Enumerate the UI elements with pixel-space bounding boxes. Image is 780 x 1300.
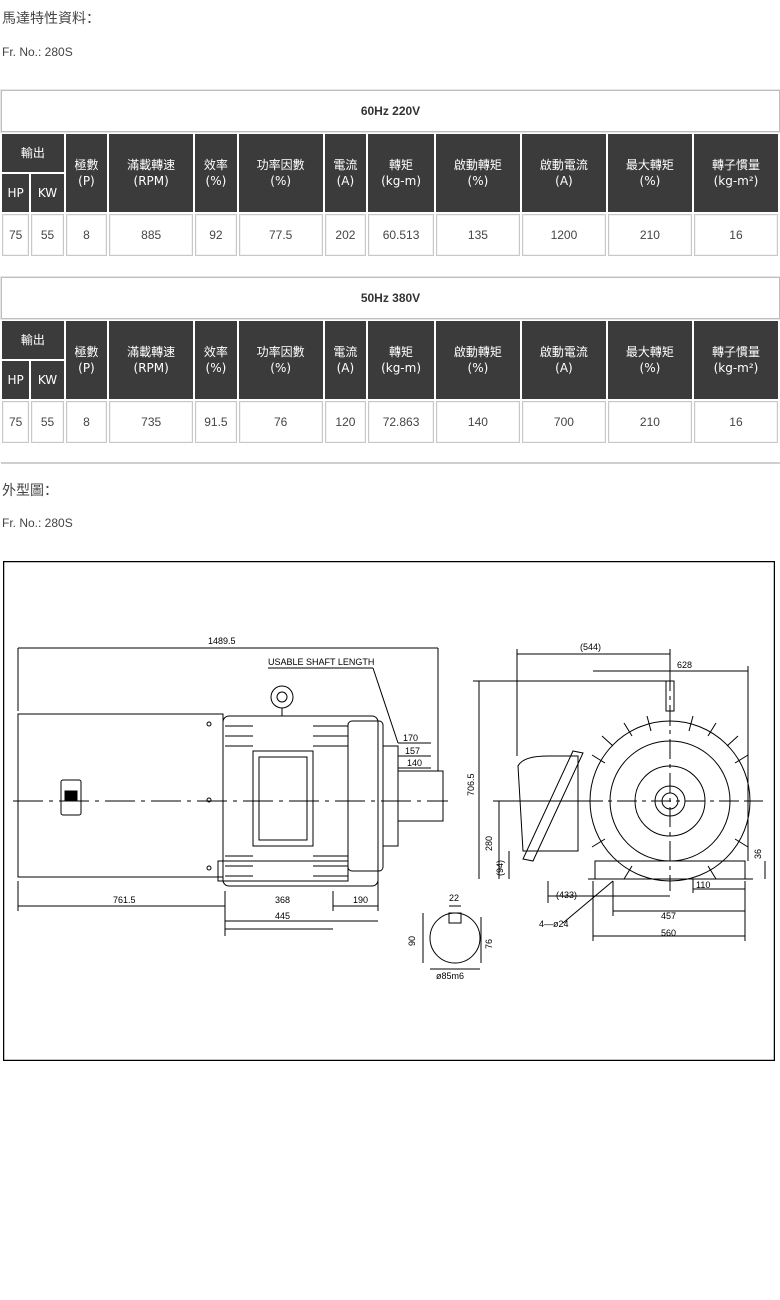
cell-power-factor: 76 <box>238 401 323 443</box>
dim-544: (544) <box>580 642 601 652</box>
cell-current: 202 <box>324 214 367 256</box>
header-output: 輸出 <box>2 134 64 172</box>
cell-hp: 75 <box>2 214 30 256</box>
header-efficiency: 效率(%) <box>195 134 237 212</box>
side-view <box>13 647 448 936</box>
end-view <box>473 649 766 941</box>
dim-433: (433) <box>556 890 577 900</box>
table-row: 75 55 8 885 92 77.5 202 60.513 135 1200 … <box>2 214 778 256</box>
cell-max-torque: 210 <box>607 401 692 443</box>
outline-frame-no: Fr. No.: 280S <box>2 516 73 530</box>
dim-628: 628 <box>677 660 692 670</box>
motor-outline-drawing: 1489.5 USABLE SHAFT LENGTH 170 157 140 7… <box>3 561 775 1061</box>
spec-table: 輸出 極數(P) 滿載轉速(RPM) 效率(%) 功率因數(%) 電流(A) 轉… <box>0 132 780 258</box>
header-hp: HP <box>2 174 30 212</box>
dim-706: 706.5 <box>466 773 476 796</box>
dim-4-holes: 4—ø24 <box>539 919 569 929</box>
cell-start-current: 700 <box>521 401 606 443</box>
cell-kw: 55 <box>31 401 64 443</box>
header-rotor-inertia: 轉子慣量(kg-m²) <box>693 321 778 399</box>
cell-start-torque: 140 <box>435 401 520 443</box>
fins <box>225 725 348 877</box>
table-caption: 60Hz 220V <box>1 90 780 132</box>
cell-torque: 60.513 <box>368 214 434 256</box>
cell-rpm: 885 <box>109 214 194 256</box>
dim-110: 110 <box>696 880 710 890</box>
dim-761: 761.5 <box>113 895 136 905</box>
cell-rotor-inertia: 16 <box>693 214 778 256</box>
header-poles: 極數(P) <box>65 321 108 399</box>
cell-torque: 72.863 <box>368 401 434 443</box>
cell-current: 120 <box>324 401 367 443</box>
dim-140: 140 <box>407 758 422 768</box>
header-hp: HP <box>2 361 30 399</box>
dim-usable-shaft: USABLE SHAFT LENGTH <box>268 657 374 667</box>
shaft-section-labels: 22 90 76 ø85m6 <box>407 893 494 981</box>
dim-457: 457 <box>661 911 676 921</box>
header-start-torque: 啟動轉矩(%) <box>435 134 520 212</box>
dim-368: 368 <box>275 895 290 905</box>
dim-36: 36 <box>753 849 763 859</box>
side-view-labels: 1489.5 USABLE SHAFT LENGTH 170 157 140 7… <box>113 636 422 921</box>
header-max-torque: 最大轉矩(%) <box>607 321 692 399</box>
dim-157: 157 <box>405 746 420 756</box>
cell-efficiency: 91.5 <box>195 401 237 443</box>
dim-445: 445 <box>275 911 290 921</box>
cell-start-torque: 135 <box>435 214 520 256</box>
header-start-current: 啟動電流(A) <box>521 321 606 399</box>
dim-94: (94) <box>495 860 505 876</box>
dim-key-22: 22 <box>449 893 459 903</box>
spec-table-60hz: 60Hz 220V 輸出 極數(P) 滿載轉速(RPM) 效率(%) 功率因數(… <box>1 90 780 258</box>
header-current: 電流(A) <box>324 321 367 399</box>
outline-section-title: 外型圖： <box>2 483 58 499</box>
header-current: 電流(A) <box>324 134 367 212</box>
cell-power-factor: 77.5 <box>238 214 323 256</box>
dim-key-76: 76 <box>484 939 494 949</box>
cell-max-torque: 210 <box>607 214 692 256</box>
table-row: 75 55 8 735 91.5 76 120 72.863 140 700 2… <box>2 401 778 443</box>
section-divider <box>1 462 780 464</box>
spec-table-50hz: 50Hz 380V 輸出 極數(P) 滿載轉速(RPM) 效率(%) 功率因數(… <box>1 277 780 445</box>
spec-table: 輸出 極數(P) 滿載轉速(RPM) 效率(%) 功率因數(%) 電流(A) 轉… <box>0 319 780 445</box>
cell-rotor-inertia: 16 <box>693 401 778 443</box>
header-output: 輸出 <box>2 321 64 359</box>
header-rotor-inertia: 轉子慣量(kg-m²) <box>693 134 778 212</box>
cell-poles: 8 <box>65 401 108 443</box>
cell-kw: 55 <box>31 214 64 256</box>
cell-rpm: 735 <box>109 401 194 443</box>
dim-170: 170 <box>403 733 418 743</box>
cell-start-current: 1200 <box>521 214 606 256</box>
dim-280: 280 <box>484 836 494 851</box>
spec-section-title: 馬達特性資料： <box>2 11 100 27</box>
header-torque: 轉矩(kg-m) <box>368 321 434 399</box>
cell-efficiency: 92 <box>195 214 237 256</box>
cell-hp: 75 <box>2 401 30 443</box>
header-start-current: 啟動電流(A) <box>521 134 606 212</box>
dim-190: 190 <box>353 895 368 905</box>
header-power-factor: 功率因數(%) <box>238 321 323 399</box>
dim-560: 560 <box>661 928 676 938</box>
header-power-factor: 功率因數(%) <box>238 134 323 212</box>
table-caption: 50Hz 380V <box>1 277 780 319</box>
header-max-torque: 最大轉矩(%) <box>607 134 692 212</box>
dim-shaft-dia: ø85m6 <box>436 971 464 981</box>
header-start-torque: 啟動轉矩(%) <box>435 321 520 399</box>
header-poles: 極數(P) <box>65 134 108 212</box>
cell-poles: 8 <box>65 214 108 256</box>
header-kw: KW <box>31 174 64 212</box>
header-torque: 轉矩(kg-m) <box>368 134 434 212</box>
header-efficiency: 效率(%) <box>195 321 237 399</box>
header-kw: KW <box>31 361 64 399</box>
header-rpm: 滿載轉速(RPM) <box>109 321 194 399</box>
dim-key-90: 90 <box>407 936 417 946</box>
shaft-section <box>422 905 482 970</box>
end-view-labels: (544) 628 706.5 280 (94) (433) 4—ø24 457… <box>466 642 763 938</box>
dim-overall-length: 1489.5 <box>208 636 236 646</box>
spec-frame-no: Fr. No.: 280S <box>2 45 73 59</box>
header-rpm: 滿載轉速(RPM) <box>109 134 194 212</box>
